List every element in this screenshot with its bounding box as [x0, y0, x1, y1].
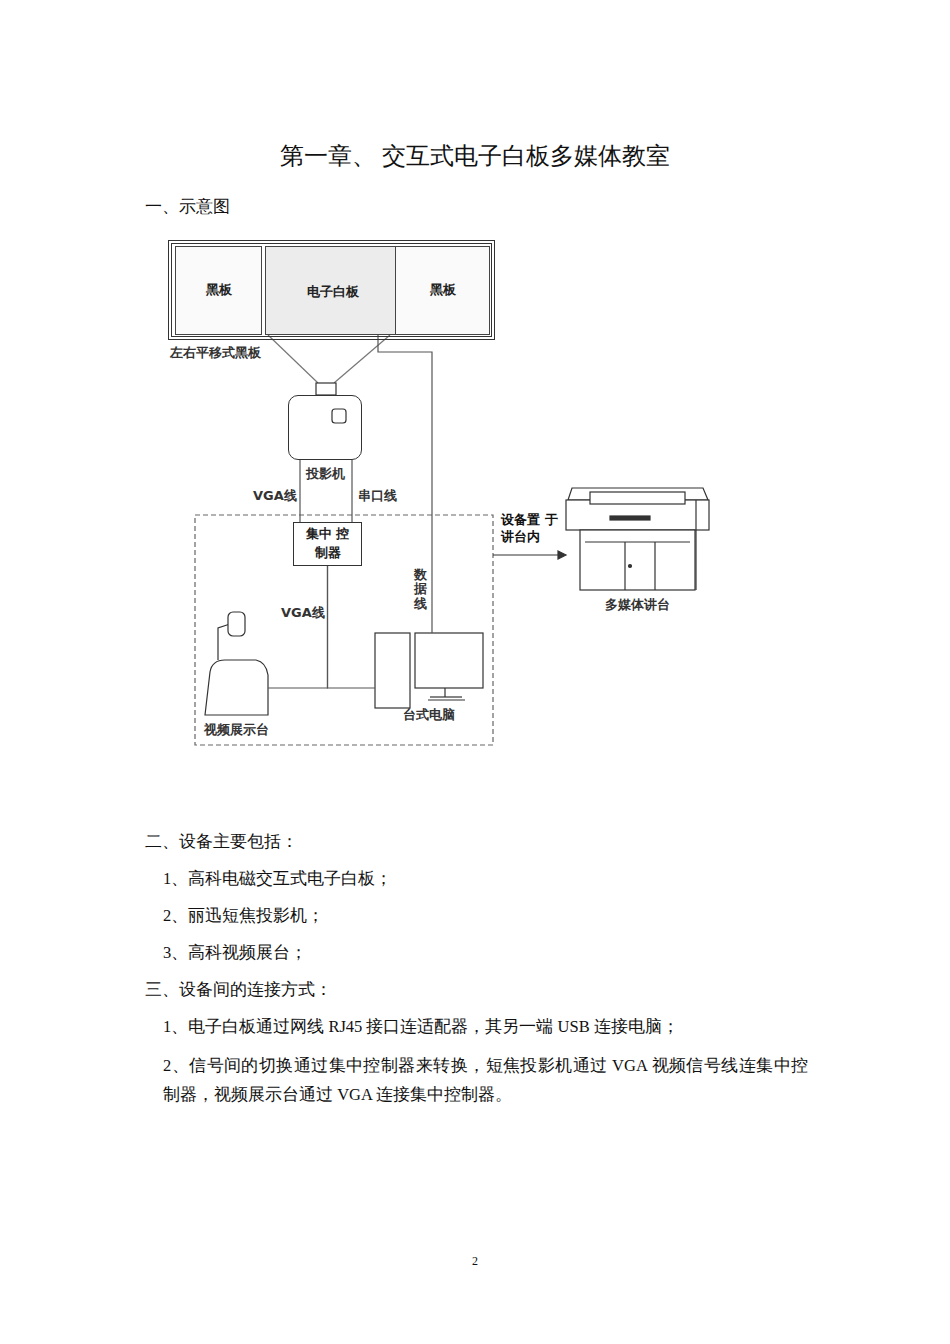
node-label: 投影机 — [306, 465, 345, 483]
lectern-side — [695, 500, 696, 590]
connector-line — [378, 335, 432, 633]
computer-monitor — [415, 633, 483, 688]
cable-label: VGA线 — [280, 604, 326, 622]
projector-button — [332, 409, 346, 423]
arrow-line — [493, 554, 558, 555]
projector-lens — [316, 383, 336, 395]
desktop-computer: 台式电脑 — [375, 633, 483, 700]
node-label: 台式电脑 — [403, 706, 455, 724]
body-text: 三、设备间的连接方式： — [145, 978, 805, 1003]
lectern-cabinet — [580, 530, 695, 590]
node-label: 多媒体讲台 — [605, 596, 670, 614]
cable-label: 数据线 — [413, 568, 428, 611]
connector-line — [328, 566, 376, 688]
lectern-slot — [610, 516, 650, 520]
lectern-knob — [629, 565, 632, 568]
arrow-head — [558, 551, 566, 559]
connector-line — [299, 460, 300, 522]
computer-tower — [375, 633, 410, 708]
body-text: 一、示意图 — [145, 195, 445, 220]
arrow-note: 设备置 于讲台内 — [501, 512, 559, 546]
node-label: 左右平移式黑板 — [170, 344, 261, 362]
cable-label: 串口线 — [357, 487, 398, 505]
presenter-base — [205, 660, 268, 715]
visual-presenter: 视频展示台 — [205, 610, 268, 715]
lectern-panel — [585, 541, 690, 542]
blackboard: 黑板 — [175, 246, 262, 335]
body-text: 1、电子白板通过网线 RJ45 接口连适配器，其另一端 USB 连接电脑； — [163, 1015, 813, 1040]
body-text: 2、丽迅短焦投影机； — [163, 904, 823, 929]
presenter-camera — [228, 612, 245, 636]
projection-beam — [268, 335, 318, 383]
central-controller: 集中 控制器 — [293, 522, 362, 566]
whiteboard: 电子白板 — [265, 246, 400, 335]
blackboard: 黑板 — [395, 246, 490, 335]
body-text: 1、高科电磁交互式电子白板； — [163, 867, 823, 892]
connector-line — [268, 566, 328, 688]
chapter-title: 第一章、 交互式电子白板多媒体教室 — [0, 140, 950, 172]
node-label: 电子白板 — [266, 283, 399, 301]
page-number: 2 — [465, 1252, 485, 1270]
equipment-region — [195, 515, 493, 745]
node-label: 视频展示台 — [204, 721, 269, 739]
node-label: 集中 控制器 — [306, 525, 350, 563]
lectern-door — [624, 542, 625, 590]
body-text: 二、设备主要包括： — [145, 830, 805, 855]
node-label: 黑板 — [430, 281, 456, 300]
projection-beam — [334, 335, 390, 383]
node-label: 黑板 — [206, 281, 232, 300]
projector: 投影机 — [288, 395, 362, 460]
multimedia-lectern: 多媒体讲台 — [566, 488, 709, 590]
lectern-door — [654, 542, 655, 590]
connector-line — [351, 460, 352, 522]
monitor-stand — [428, 688, 465, 700]
body-text: 2、信号间的切换通过集中控制器来转换，短焦投影机通过 VGA 视频信号线连集中控… — [163, 1052, 808, 1110]
sliding-blackboard-frame: 左右平移式黑板黑板电子白板黑板 — [168, 240, 495, 340]
cable-label: VGA线 — [252, 487, 298, 505]
body-text: 3、高科视频展台； — [163, 941, 823, 966]
lectern-screen — [590, 492, 685, 504]
monitor-stand — [430, 696, 462, 697]
